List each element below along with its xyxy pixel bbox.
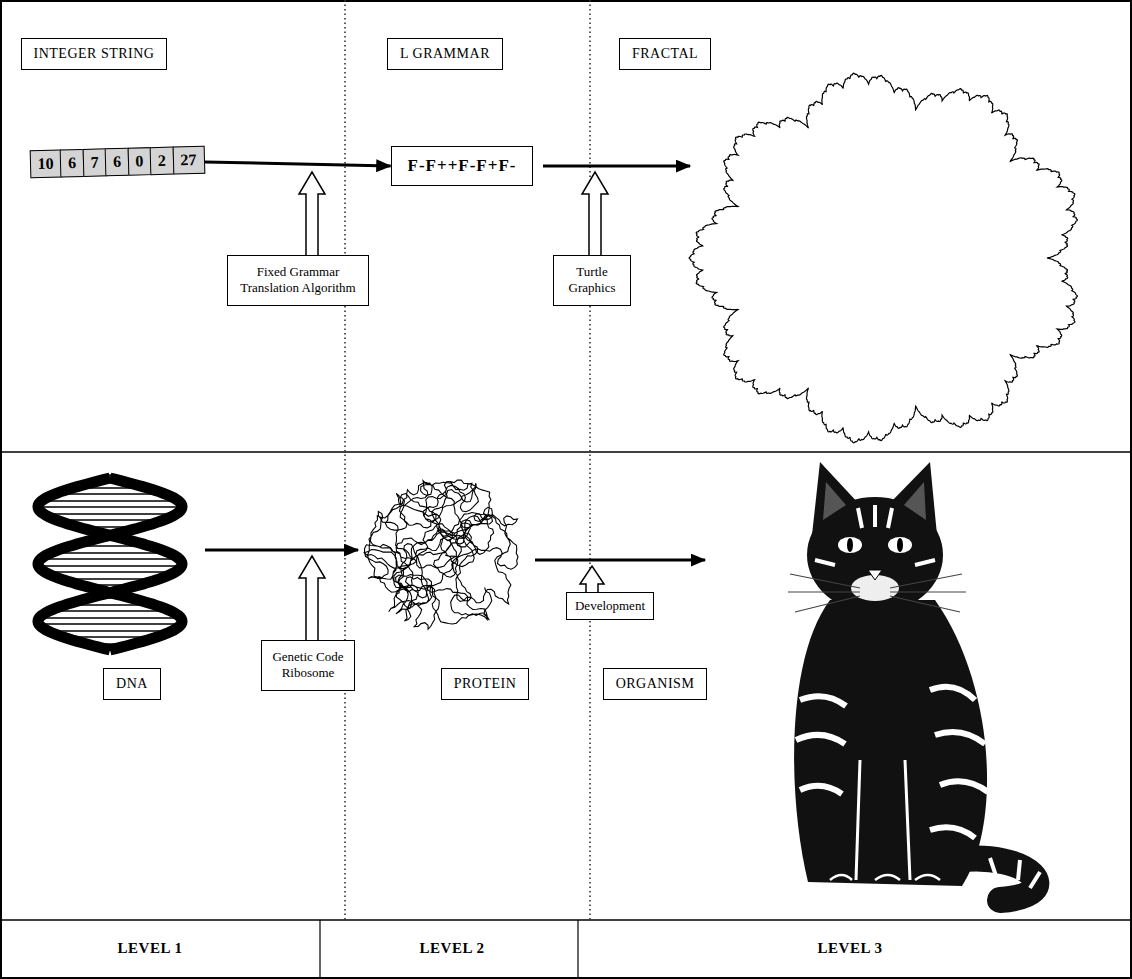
- hollow-arrow: [580, 566, 604, 593]
- heading-box: INTEGER STRING: [21, 38, 168, 70]
- label-box: DNA: [103, 668, 161, 700]
- box-text: L GRAMMAR: [400, 46, 490, 62]
- level-label: LEVEL 1: [118, 940, 183, 957]
- panel-divider: [0, 451, 1132, 453]
- hollow-arrow: [299, 556, 325, 641]
- level-label: LEVEL 3: [818, 940, 883, 957]
- process-box: Fixed Grammar Translation Algorithm: [227, 255, 369, 306]
- integer-tape: 106760227: [31, 146, 205, 179]
- arrow: [535, 559, 705, 562]
- process-box: Development: [566, 592, 654, 620]
- grammar-box: F-F++F-F+F-: [391, 146, 534, 186]
- integer-cell: 2: [150, 147, 175, 176]
- level-divider: [577, 920, 578, 979]
- integer-cell: 7: [82, 148, 107, 177]
- integer-cell: 6: [60, 149, 85, 178]
- protein-chain: [364, 480, 518, 629]
- heading-box: L GRAMMAR: [387, 38, 503, 70]
- connector: [205, 162, 391, 166]
- level-bar-line: [0, 919, 1132, 921]
- integer-cell: 6: [105, 148, 130, 177]
- level-divider: [319, 920, 320, 979]
- box-text: FRACTAL: [632, 46, 698, 62]
- level-label: LEVEL 2: [420, 940, 485, 957]
- dotted-divider: [589, 0, 591, 920]
- heading-box: FRACTAL: [619, 38, 711, 70]
- process-box: Genetic Code Ribosome: [261, 640, 355, 691]
- integer-cell: 10: [29, 149, 62, 178]
- box-text: Fixed Grammar Translation Algorithm: [234, 264, 362, 297]
- arrow: [205, 549, 358, 552]
- hollow-arrow: [299, 172, 325, 256]
- cat: [788, 462, 1040, 900]
- box-text: ORGANISM: [616, 676, 695, 692]
- hollow-arrow: [582, 172, 608, 256]
- box-text: F-F++F-F+F-: [408, 156, 517, 176]
- label-box: ORGANISM: [603, 668, 708, 700]
- box-text: DNA: [116, 676, 148, 692]
- process-box: Turtle Graphics: [553, 255, 631, 306]
- label-box: PROTEIN: [441, 668, 530, 700]
- integer-cell: 27: [172, 146, 205, 175]
- box-text: Genetic Code Ribosome: [268, 649, 348, 682]
- box-text: PROTEIN: [454, 676, 517, 692]
- dna-helix: [38, 475, 182, 650]
- fractal-curve: [689, 73, 1077, 443]
- arrow: [543, 165, 690, 168]
- dotted-divider: [344, 0, 346, 920]
- box-text: Turtle Graphics: [560, 264, 624, 297]
- integer-cell: 0: [127, 147, 152, 176]
- box-text: Development: [575, 598, 645, 614]
- box-text: INTEGER STRING: [34, 46, 155, 62]
